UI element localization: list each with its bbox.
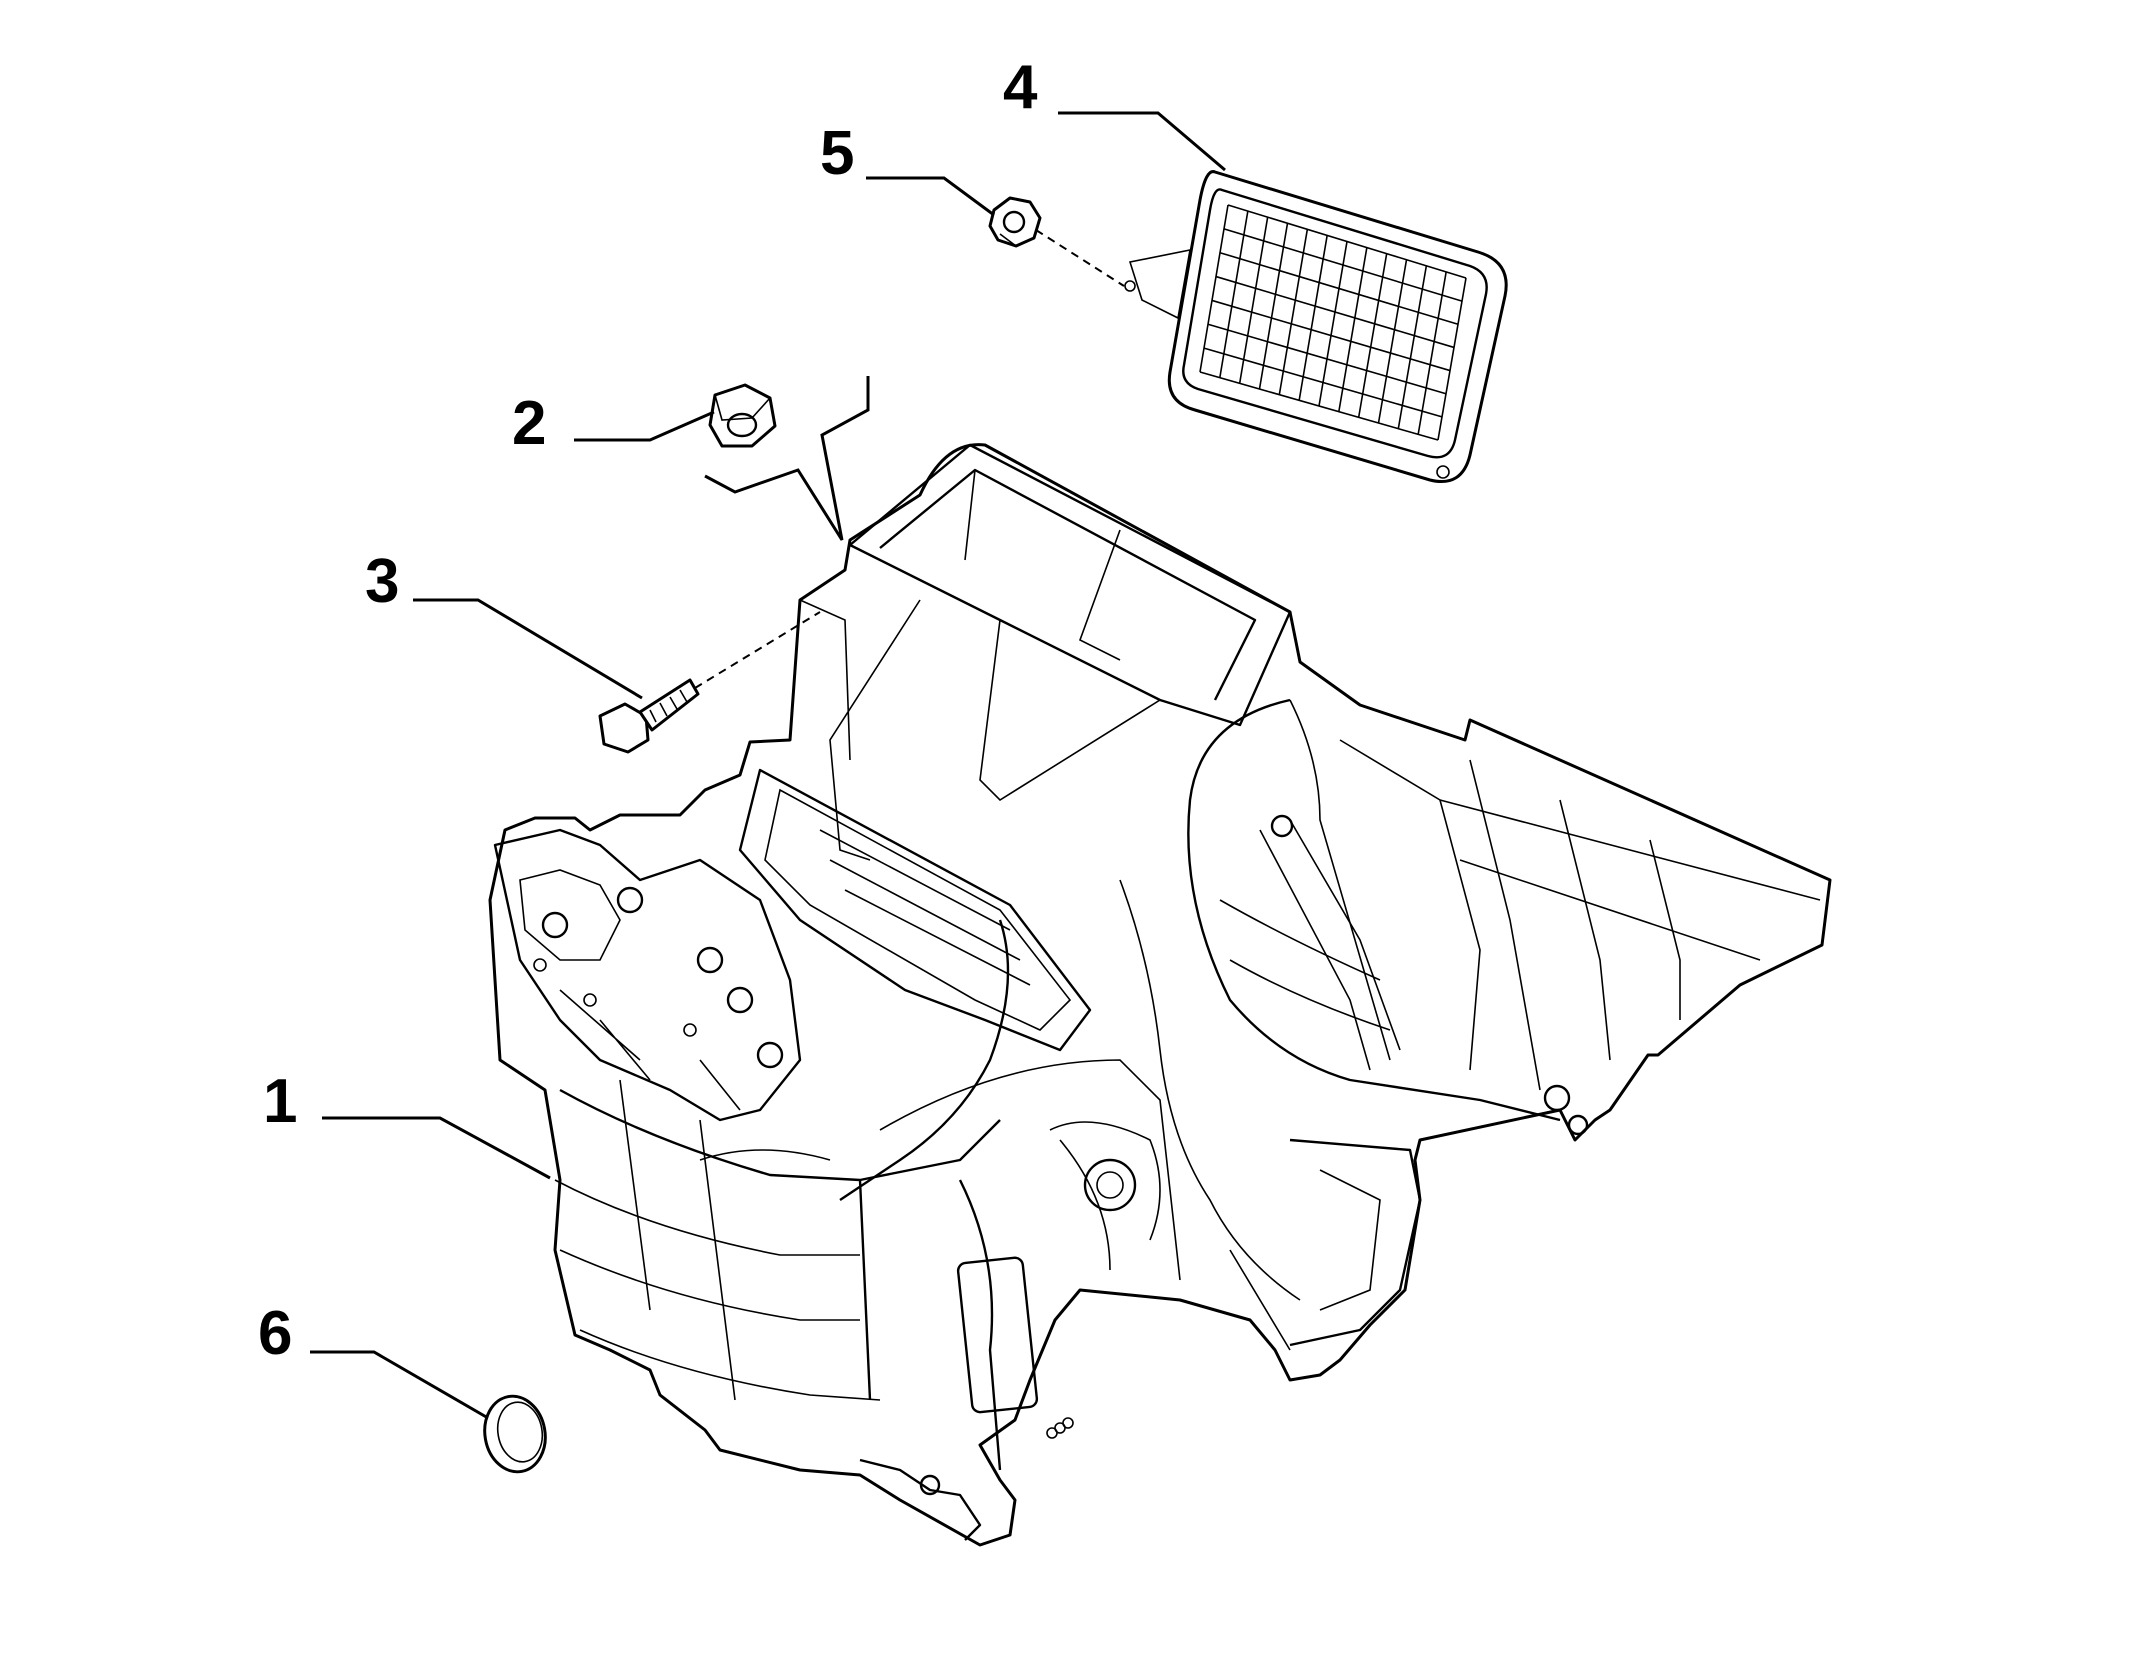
part-2-hex-nut[interactable]: [708, 383, 777, 448]
leader-dash-5: [1035, 229, 1125, 287]
part-3-screw[interactable]: [598, 678, 700, 754]
part-5-clip-nut[interactable]: [988, 196, 1042, 248]
part-6-round-plug[interactable]: [479, 1391, 551, 1476]
callout-5: 5: [820, 119, 854, 188]
leader-line-2-branch: [704, 376, 870, 541]
part-1-hvac-housing[interactable]: [488, 443, 1832, 1547]
callout-1: 1: [263, 1067, 297, 1136]
callout-6: 6: [258, 1299, 292, 1368]
leader-lines: [310, 111, 1226, 1420]
leader-dash-3: [694, 611, 821, 689]
callout-4: 4: [1003, 53, 1038, 122]
leader-line-1: [322, 1116, 551, 1180]
part-4-filter-grille[interactable]: [1124, 170, 1508, 483]
callout-3: 3: [365, 547, 399, 616]
leader-line-6: [310, 1350, 489, 1420]
leader-line-3: [413, 598, 643, 700]
callout-2: 2: [512, 389, 546, 458]
leader-line-2: [574, 410, 715, 442]
leader-line-5: [866, 176, 995, 217]
leader-line-4: [1058, 111, 1226, 172]
callout-labels: 4 5 2 3 1 6: [258, 53, 1038, 1368]
